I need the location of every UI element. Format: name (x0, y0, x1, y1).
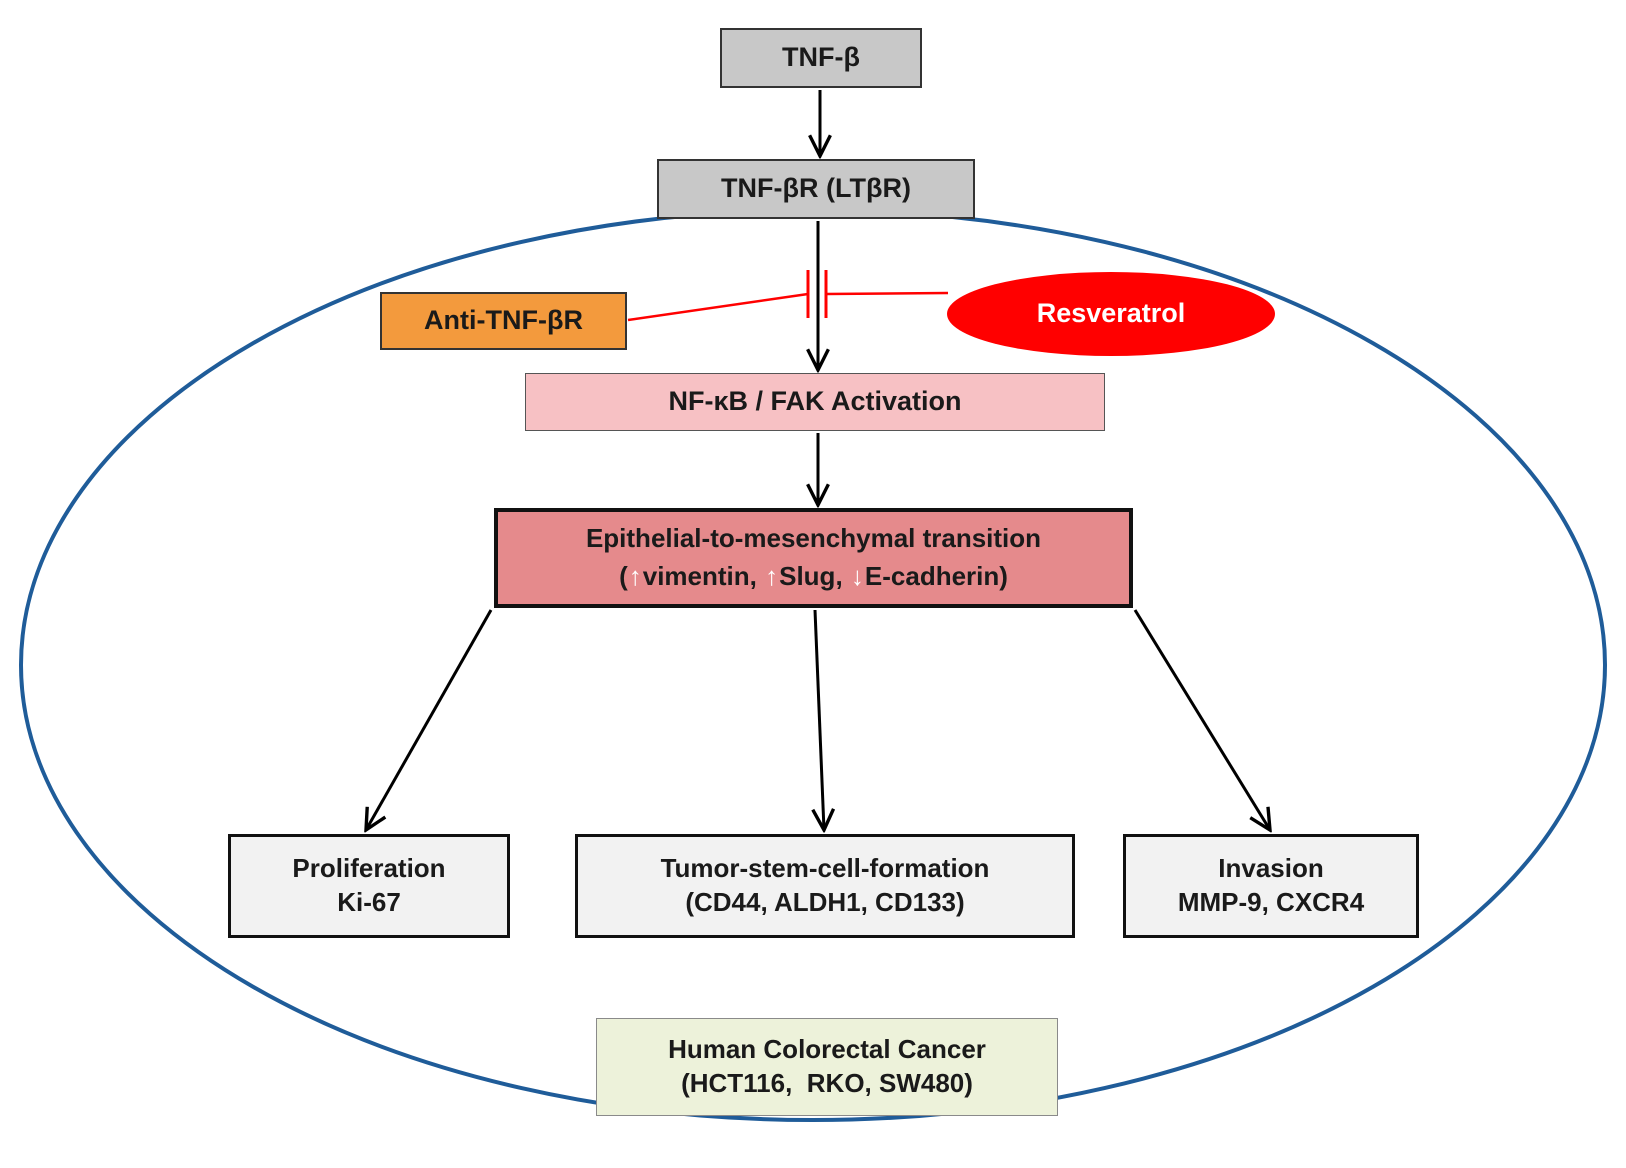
emt-vimentin: vimentin, (642, 561, 757, 591)
proliferation-title: Proliferation (292, 853, 446, 884)
emt-node: Epithelial-to-mesenchymal transition (↑v… (494, 508, 1133, 608)
tnf-beta-receptor-node: TNF-βR (LTβR) (657, 159, 975, 219)
invasion-markers: MMP-9, CXCR4 (1177, 887, 1365, 917)
tumor-stem-title: Tumor-stem-cell-formation (660, 853, 990, 884)
inhibition-line-anti-receptor (627, 292, 809, 322)
emt-title: Epithelial-to-mesenchymal transition (585, 523, 1042, 554)
arrow-emt-to-tumor-stem (815, 609, 824, 830)
nfkb-fak-activation-node: NF-κB / FAK Activation (525, 373, 1105, 431)
proliferation-marker: Ki-67 (337, 887, 401, 917)
invasion-node: Invasion MMP-9, CXCR4 (1123, 834, 1419, 938)
invasion-title: Invasion (1218, 853, 1324, 884)
cancer-cell-lines: (HCT116, RKO, SW480) (681, 1068, 973, 1098)
red-t-bar-icon (806, 270, 828, 318)
resveratrol-label: Resveratrol (1036, 298, 1186, 329)
tnf-beta-label: TNF-β (782, 42, 860, 73)
cell-membrane (19, 208, 1607, 1122)
emt-slug: Slug, (779, 561, 843, 591)
arrow-emt-to-proliferation (366, 609, 493, 830)
white-down-arrow-icon: ↓ (850, 561, 864, 591)
colorectal-cancer-label-box: Human Colorectal Cancer (HCT116, RKO, SW… (596, 1018, 1058, 1116)
inhibition-line-resveratrol (825, 291, 949, 296)
anti-receptor-label: Anti-TNF-βR (424, 305, 583, 336)
anti-tnf-beta-receptor-node: Anti-TNF-βR (380, 292, 627, 350)
cancer-title: Human Colorectal Cancer (668, 1034, 986, 1065)
tumor-stem-markers: (CD44, ALDH1, CD133) (685, 887, 965, 917)
white-up-arrow-icon: ↑ (765, 561, 779, 591)
emt-markers: (↑vimentin, ↑Slug, ↓E-cadherin) (619, 560, 1008, 594)
emt-ecadherin: E-cadherin) (864, 561, 1008, 591)
receptor-label: TNF-βR (LTβR) (721, 173, 911, 204)
tnf-beta-node: TNF-β (720, 28, 922, 88)
resveratrol-node: Resveratrol (947, 272, 1275, 356)
tumor-stem-cell-node: Tumor-stem-cell-formation (CD44, ALDH1, … (575, 834, 1075, 938)
arrow-emt-to-invasion (1133, 609, 1270, 830)
emt-open-paren: ( (619, 561, 628, 591)
nfkb-fak-label: NF-κB / FAK Activation (668, 386, 962, 417)
white-up-arrow-icon: ↑ (628, 561, 642, 591)
proliferation-node: Proliferation Ki-67 (228, 834, 510, 938)
